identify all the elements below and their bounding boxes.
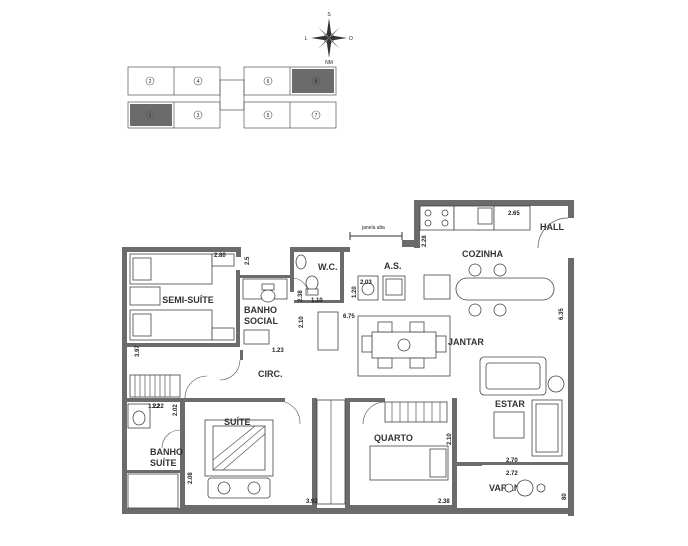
svg-text:1.23: 1.23 — [272, 348, 284, 354]
room-label-quarto: QUARTO — [374, 433, 413, 443]
svg-text:6.35: 6.35 — [559, 308, 565, 320]
wardrobe — [316, 399, 346, 505]
svg-text:2.28: 2.28 — [422, 235, 428, 247]
room-label-banho-social-1: BANHO — [244, 305, 277, 315]
room-label-wc: W.C. — [318, 262, 338, 272]
svg-text:2.72: 2.72 — [506, 471, 518, 477]
svg-text:2.65: 2.65 — [508, 211, 520, 217]
walls — [122, 200, 574, 516]
room-label-jantar: JANTAR — [448, 337, 484, 347]
window-label: janela alta — [361, 225, 385, 231]
key-unit-label: 1 — [149, 113, 152, 119]
key-unit-label: 8 — [315, 79, 318, 85]
svg-text:1.20: 1.20 — [352, 286, 358, 298]
dimension-labels: 2.80 2.5 3.97 1.22 2.02 2.38 1.10 2.10 1… — [135, 211, 568, 505]
svg-text:2.38: 2.38 — [438, 499, 450, 505]
balcony-furniture — [504, 479, 546, 497]
room-label-banho-suite-1: BANHO — [150, 447, 183, 457]
key-plan: 2 4 6 8 1 3 5 7 — [127, 66, 337, 129]
svg-text:2.38: 2.38 — [298, 290, 304, 302]
room-label-estar: ESTAR — [495, 399, 525, 409]
svg-text:2.10: 2.10 — [447, 433, 453, 445]
key-unit-label: 5 — [267, 113, 270, 119]
door-swings — [161, 277, 386, 449]
room-label-circ: CIRC. — [258, 369, 283, 379]
room-label-as: A.S. — [384, 261, 402, 271]
svg-text:3.97: 3.97 — [135, 345, 141, 357]
banho-social-fixtures — [242, 278, 288, 345]
banho-suite-fixtures — [127, 403, 179, 509]
svg-text:3.92: 3.92 — [306, 499, 318, 505]
kitchen-fixtures — [419, 205, 555, 317]
dining-furniture — [317, 311, 451, 377]
laundry-fixtures — [357, 274, 451, 301]
svg-text:1.10: 1.10 — [311, 298, 323, 304]
room-label-banho-suite-2: SUÍTE — [150, 458, 177, 468]
living-furniture — [479, 356, 565, 457]
svg-text:2.08: 2.08 — [188, 472, 194, 484]
compass-north-label: S — [327, 12, 331, 18]
svg-text:80: 80 — [562, 493, 568, 500]
room-label-cozinha: COZINHA — [462, 249, 503, 259]
suite-furniture — [204, 419, 274, 499]
key-unit-label: 6 — [267, 79, 270, 85]
semi-suite-furniture — [129, 253, 235, 398]
compass-east-label: O — [349, 36, 353, 42]
svg-text:2.5: 2.5 — [245, 256, 251, 265]
key-unit-label: 3 — [197, 113, 200, 119]
room-label-semi-suite: SEMI-SUÍTE — [162, 295, 214, 305]
svg-text:1.22: 1.22 — [148, 404, 160, 410]
room-label-hall: HALL — [540, 222, 564, 232]
room-label-suite: SUÍTE — [224, 417, 251, 427]
svg-text:1.22: 1.22 — [152, 404, 164, 410]
key-unit-label: 2 — [149, 79, 152, 85]
compass-west-label: L — [305, 36, 308, 42]
svg-text:2.10: 2.10 — [299, 316, 305, 328]
key-unit-label: 4 — [197, 79, 200, 85]
svg-text:2.80: 2.80 — [214, 253, 226, 259]
svg-text:6.75: 6.75 — [343, 314, 355, 320]
wc-fixtures — [295, 254, 319, 296]
compass-rose-icon: S NM L O — [305, 12, 353, 66]
svg-text:2.03: 2.03 — [360, 280, 372, 286]
quarto-furniture — [369, 401, 449, 481]
room-label-banho-social-2: SOCIAL — [244, 316, 279, 326]
svg-text:2.02: 2.02 — [173, 404, 179, 416]
key-unit-label: 7 — [315, 113, 318, 119]
svg-text:2.70: 2.70 — [506, 458, 518, 464]
compass-south-label: NM — [325, 60, 333, 66]
key-plan-highlight — [130, 104, 172, 126]
